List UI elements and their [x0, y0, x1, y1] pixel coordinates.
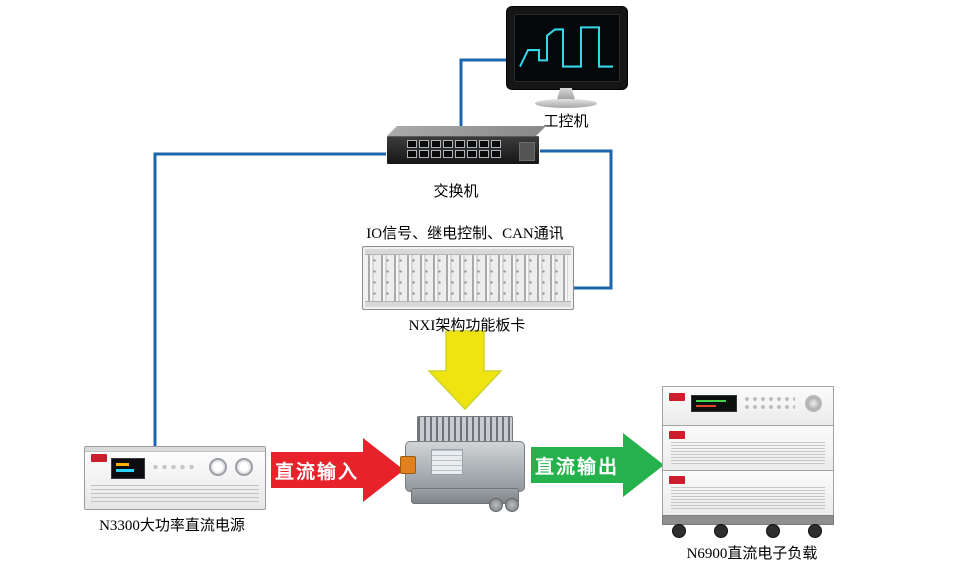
brand-logo — [669, 393, 685, 401]
rj45-port — [419, 150, 429, 158]
dut-fitting — [489, 498, 503, 512]
switch-port-grid — [407, 140, 501, 160]
dc-output-label: 直流输出 — [534, 456, 619, 478]
rj45-port — [455, 150, 465, 158]
load-vents — [671, 442, 825, 464]
brand-logo — [669, 431, 685, 439]
rj45-port — [431, 140, 441, 148]
waveform-icon — [519, 26, 613, 68]
wire-switch-to-psu — [153, 152, 386, 449]
dut-hv-connector — [400, 456, 416, 474]
load-slave-unit — [662, 470, 834, 516]
load-knob — [805, 395, 822, 412]
rj45-port — [431, 150, 441, 158]
dut-converter-icon — [400, 414, 525, 512]
psu-label: N3300大功率直流电源 — [99, 518, 245, 534]
caster-wheel — [766, 524, 780, 538]
dut-body — [405, 441, 525, 492]
dut-nameplate — [431, 449, 463, 475]
rj45-port — [407, 140, 417, 148]
load-vents — [671, 487, 825, 509]
display-pixels — [696, 400, 726, 402]
rj45-port — [491, 150, 501, 158]
display-pixels — [116, 469, 134, 472]
rj45-port — [407, 150, 417, 158]
switch-top-face — [387, 126, 546, 136]
dc-electronic-load-icon — [662, 386, 834, 538]
ethernet-switch-icon — [386, 126, 548, 170]
dut-cooling-fins — [417, 416, 513, 444]
display-pixels — [696, 405, 716, 407]
monitor-stand — [557, 88, 575, 100]
nxi-label: NXI架构功能板卡 — [408, 318, 526, 334]
rj45-port — [455, 140, 465, 148]
load-display — [691, 395, 737, 412]
load-buttons — [743, 395, 795, 411]
psu-buttons — [151, 463, 195, 471]
rj45-port — [443, 140, 453, 148]
rack-bottom-rail — [365, 301, 571, 307]
rj45-port — [491, 140, 501, 148]
rj45-port — [479, 150, 489, 158]
port-row — [407, 140, 501, 148]
ipc-label: 工控机 — [543, 114, 589, 130]
psu-output-socket — [209, 458, 227, 476]
nxi-rack-icon — [362, 246, 574, 310]
psu-output-socket — [235, 458, 253, 476]
psu-vents — [91, 485, 259, 503]
rj45-port — [467, 140, 477, 148]
switch-label: 交换机 — [433, 184, 479, 200]
load-base — [662, 515, 834, 525]
psu-top-strip — [85, 447, 265, 452]
switch-brand-plate — [519, 142, 535, 161]
monitor-base — [535, 99, 597, 108]
dut-base — [411, 488, 519, 504]
dc-power-supply-icon — [84, 446, 266, 510]
caster-wheel — [808, 524, 822, 538]
dc-input-label: 直流输入 — [274, 461, 359, 483]
rack-top-rail — [365, 249, 571, 255]
brand-logo — [669, 476, 685, 484]
display-pixels — [116, 463, 129, 466]
load-master-unit — [662, 386, 834, 426]
nxi-caption: IO信号、继电控制、CAN通讯 — [366, 226, 564, 242]
industrial-pc-monitor-icon — [506, 6, 628, 90]
brand-logo — [91, 454, 107, 462]
rj45-port — [479, 140, 489, 148]
rj45-port — [419, 140, 429, 148]
load-label: N6900直流电子负载 — [686, 546, 818, 562]
switch-front-face — [387, 136, 539, 164]
wire-pc-to-switch — [459, 58, 506, 133]
dut-fitting — [505, 498, 519, 512]
load-slave-unit — [662, 425, 834, 471]
rack-connector-dots — [368, 255, 568, 301]
monitor-screen — [514, 14, 620, 82]
psu-display — [111, 458, 145, 479]
caster-wheel — [714, 524, 728, 538]
control-down-arrow — [427, 330, 503, 411]
rj45-port — [467, 150, 477, 158]
port-row — [407, 150, 501, 158]
caster-wheel — [672, 524, 686, 538]
rj45-port — [443, 150, 453, 158]
